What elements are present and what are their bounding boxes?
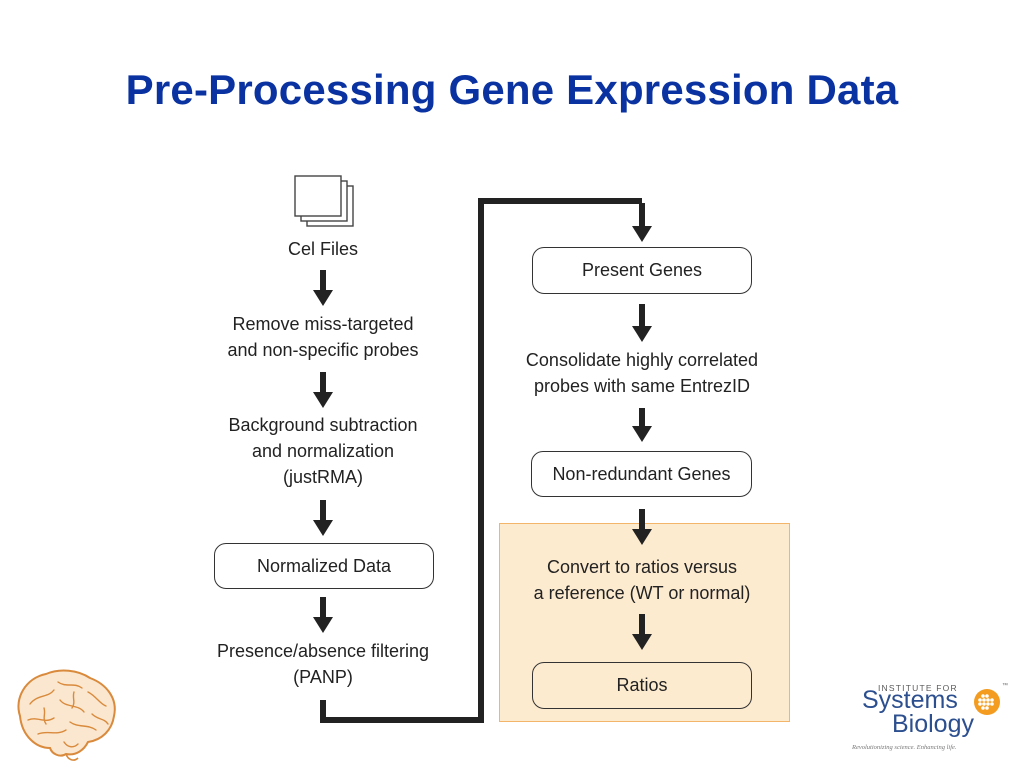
logo-trademark: ™ (1002, 683, 1008, 689)
arrow-cel-to-remove (313, 270, 333, 306)
arrow-normalized-to-presence (313, 597, 333, 633)
brain-illustration (17, 669, 116, 761)
arrow-present-to-consolidate (632, 304, 652, 342)
step-convert-ratios: Convert to ratios versus a reference (WT… (533, 557, 751, 603)
normalized-data-box: Normalized Data (214, 543, 434, 589)
step-background-normalization: Background subtraction and normalization… (228, 415, 418, 487)
present-genes-box: Present Genes (532, 247, 752, 294)
arrow-into-present-genes (632, 203, 652, 242)
isb-dot-grid-icon (974, 689, 1000, 715)
logo-top-text: INSTITUTE FOR (878, 683, 958, 693)
step-presence-filtering: Presence/absence filtering (PANP) (216, 641, 430, 687)
arrow-consolidate-to-nonredundant (632, 408, 652, 442)
non-redundant-genes-box: Non-redundant Genes (531, 451, 752, 497)
cel-files-label: Cel Files (287, 239, 358, 259)
ratios-box: Ratios (532, 662, 752, 709)
isb-logo: INSTITUTE FOR ™ Systems Biology Revoluti… (848, 680, 1018, 760)
arrow-remove-to-background (313, 372, 333, 408)
logo-biology-text: Biology (892, 710, 974, 738)
stacked-files-icon (294, 175, 354, 227)
slide-title: Pre-Processing Gene Expression Data (125, 66, 899, 113)
logo-systems-text: Systems (862, 686, 958, 714)
step-remove-probes: Remove miss-targeted and non-specific pr… (227, 314, 419, 360)
arrow-background-to-normalized (313, 500, 333, 536)
step-consolidate-probes: Consolidate highly correlated probes wit… (525, 350, 759, 396)
logo-tagline: Revolutionizing science. Enhancing life. (852, 744, 957, 751)
